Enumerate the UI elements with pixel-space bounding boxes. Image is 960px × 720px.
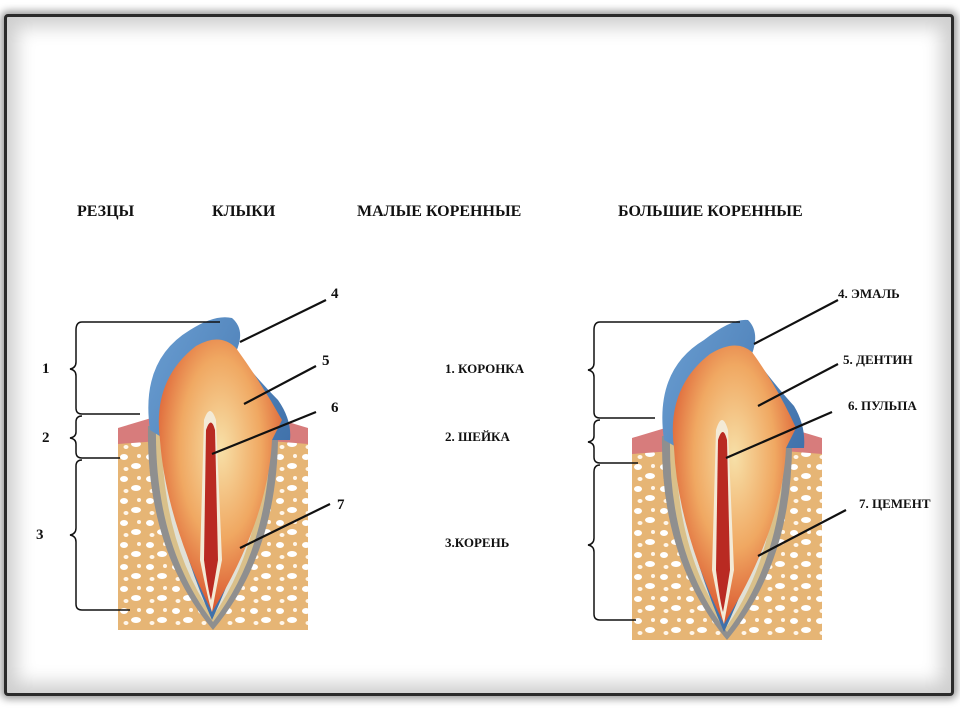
- left-tooth-crown: [148, 317, 291, 620]
- label-pulp: 6. ПУЛЬПА: [848, 398, 917, 413]
- header-incisors: РЕЗЦЫ: [77, 203, 135, 220]
- label-1: 1: [42, 361, 50, 377]
- label-dentin: 5. ДЕНТИН: [843, 352, 913, 367]
- legend-crown: 1. КОРОНКА: [445, 361, 525, 376]
- left-pointers: [211, 299, 331, 549]
- right-pointers: [725, 299, 847, 557]
- label-3: 3: [36, 527, 44, 543]
- header-premolars: МАЛЫЕ КОРЕННЫЕ: [357, 203, 522, 220]
- right-brackets: [587, 321, 740, 621]
- label-enamel: 4. ЭМАЛЬ: [838, 286, 900, 301]
- label-5: 5: [322, 353, 330, 369]
- legend-neck: 2. ШЕЙКА: [445, 429, 510, 444]
- left-brackets: [69, 321, 220, 611]
- label-cement: 7. ЦЕМЕНТ: [859, 496, 931, 511]
- label-2: 2: [42, 430, 50, 446]
- header-molars: БОЛЬШИЕ КОРЕННЫЕ: [618, 203, 803, 220]
- label-6: 6: [331, 400, 339, 416]
- header-canines: КЛЫКИ: [212, 203, 276, 220]
- legend-root: 3.КОРЕНЬ: [445, 535, 510, 550]
- label-4: 4: [331, 286, 339, 302]
- right-tooth-crown: [662, 319, 805, 632]
- label-7: 7: [337, 497, 345, 513]
